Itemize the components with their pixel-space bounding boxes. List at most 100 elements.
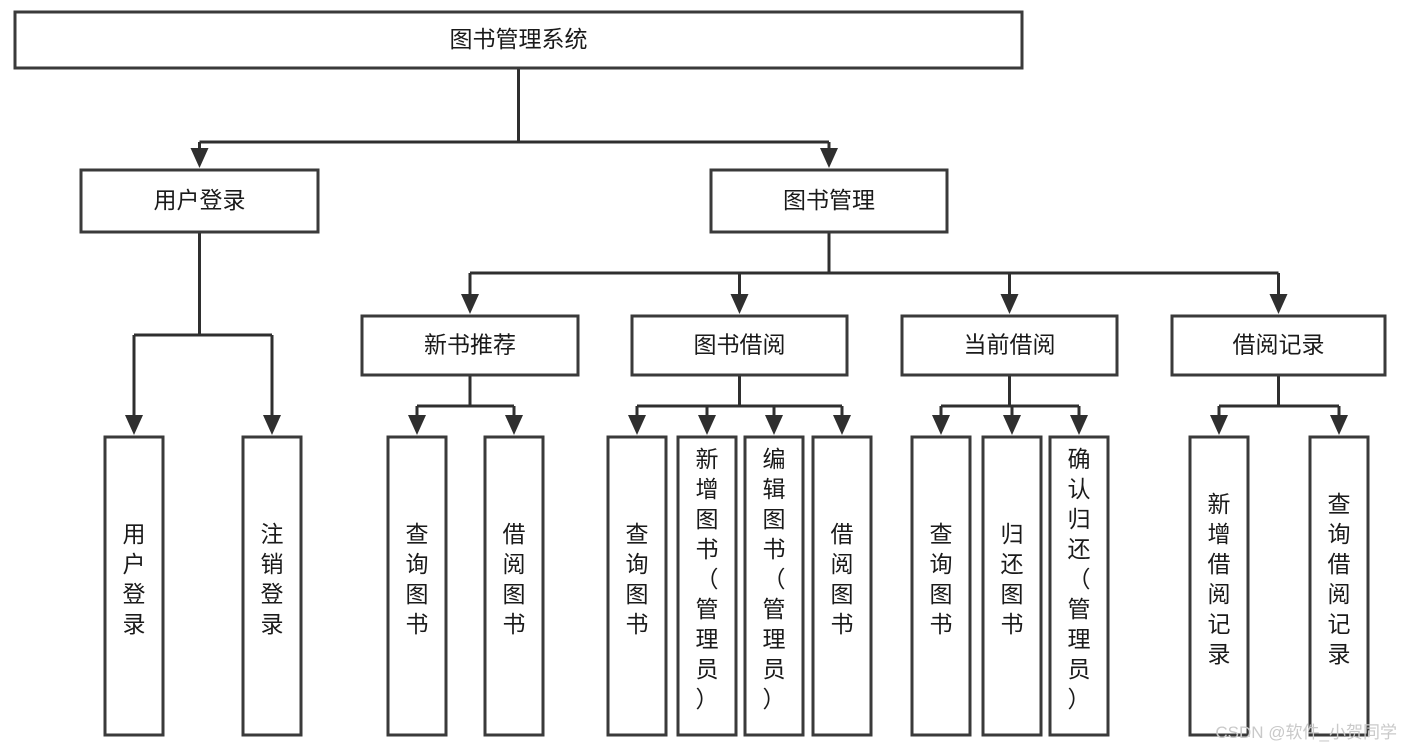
node-label-char: 增: [1208, 521, 1231, 547]
node-label-char: 图: [930, 581, 953, 607]
node-borrow-record[interactable]: 借阅记录: [1170, 314, 1387, 377]
arrow-head-icon: [932, 415, 950, 435]
arrow-head-icon: [1003, 415, 1021, 435]
node-label-char: 登: [261, 581, 284, 607]
node-label-char: 阅: [1328, 581, 1351, 607]
node-label-char: 图: [626, 581, 649, 607]
node-label: 新书推荐: [424, 332, 516, 358]
node-label-char: 书: [626, 611, 649, 637]
node-label-char: 增: [696, 476, 719, 502]
node-new-book-rec[interactable]: 新书推荐: [360, 314, 580, 377]
node-box: [630, 314, 849, 377]
node-label-char: 员: [696, 656, 719, 682]
node-label-char: 归: [1001, 521, 1024, 547]
node-label-char: 书: [1001, 611, 1024, 637]
node-label-char: 理: [1068, 626, 1091, 652]
node-label-char: 新: [1208, 491, 1231, 517]
node-leaf-user-login[interactable]: 用户登录: [103, 435, 165, 737]
node-label-char: 注: [261, 521, 284, 547]
arrow-head-icon: [505, 415, 523, 435]
node-box: [103, 435, 165, 737]
node-root[interactable]: 图书管理系统: [13, 10, 1024, 70]
node-box: [981, 435, 1043, 737]
node-label-char: 书: [503, 611, 526, 637]
arrow-head-icon: [125, 415, 143, 435]
node-label-char: ）: [696, 686, 719, 712]
arrow-head-icon: [408, 415, 426, 435]
node-label-char: 户: [123, 551, 146, 577]
node-label-char: 登: [123, 581, 146, 607]
node-label-char: 管: [763, 596, 786, 622]
node-box: [676, 435, 738, 737]
node-box: [900, 314, 1119, 377]
node-label-char: 录: [123, 611, 146, 637]
node-label-char: 图: [763, 506, 786, 532]
node-label-char: 查: [406, 521, 429, 547]
node-label: 图书借阅: [694, 332, 786, 358]
node-label-char: 阅: [503, 551, 526, 577]
node-label-char: 图: [503, 581, 526, 607]
node-box: [386, 435, 448, 737]
node-label-char: 归: [1068, 506, 1091, 532]
arrow-head-icon: [461, 294, 479, 314]
node-label-char: 查: [1328, 491, 1351, 517]
arrow-head-icon: [190, 148, 209, 168]
node-label-char: 编: [763, 446, 786, 472]
node-label-char: 询: [930, 551, 953, 577]
node-box: [709, 168, 949, 234]
node-label-char: 新: [696, 446, 719, 472]
node-box: [241, 435, 303, 737]
node-label-char: 查: [626, 521, 649, 547]
node-label-char: 录: [1208, 641, 1231, 667]
node-label-char: 用: [123, 521, 146, 547]
node-label-char: 图: [831, 581, 854, 607]
arrow-head-icon: [1210, 415, 1228, 435]
node-label-char: 还: [1001, 551, 1024, 577]
node-label-char: 书: [696, 536, 719, 562]
node-label: 借阅记录: [1233, 332, 1325, 358]
node-label-char: 还: [1068, 536, 1091, 562]
node-label-char: 书: [831, 611, 854, 637]
node-box: [1170, 314, 1387, 377]
arrow-head-icon: [263, 415, 281, 435]
node-label-char: ）: [1068, 686, 1091, 712]
node-box: [811, 435, 873, 737]
node-label: 图书管理: [783, 187, 875, 213]
node-box: [606, 435, 668, 737]
node-label-char: 确: [1068, 446, 1091, 472]
node-book-manage[interactable]: 图书管理: [709, 168, 949, 234]
node-label-char: 销: [261, 551, 284, 577]
arrow-head-icon: [1330, 415, 1348, 435]
node-box: [483, 435, 545, 737]
node-label-char: （: [1068, 566, 1091, 592]
node-user-login[interactable]: 用户登录: [79, 168, 320, 234]
node-label-char: 图: [1001, 581, 1024, 607]
node-label-char: 询: [406, 551, 429, 577]
node-box: [910, 435, 972, 737]
node-label-char: 管: [1068, 596, 1091, 622]
node-box: [360, 314, 580, 377]
node-book-borrow[interactable]: 图书借阅: [630, 314, 849, 377]
node-label-char: 询: [1328, 521, 1351, 547]
node-current-borrow[interactable]: 当前借阅: [900, 314, 1119, 377]
node-label-char: 员: [763, 656, 786, 682]
node-label: 用户登录: [154, 187, 246, 213]
node-label-char: 员: [1068, 656, 1091, 682]
arrow-head-icon: [820, 148, 838, 168]
arrow-head-icon: [1070, 415, 1088, 435]
node-label-char: 录: [261, 611, 284, 637]
node-label-char: 图: [696, 506, 719, 532]
